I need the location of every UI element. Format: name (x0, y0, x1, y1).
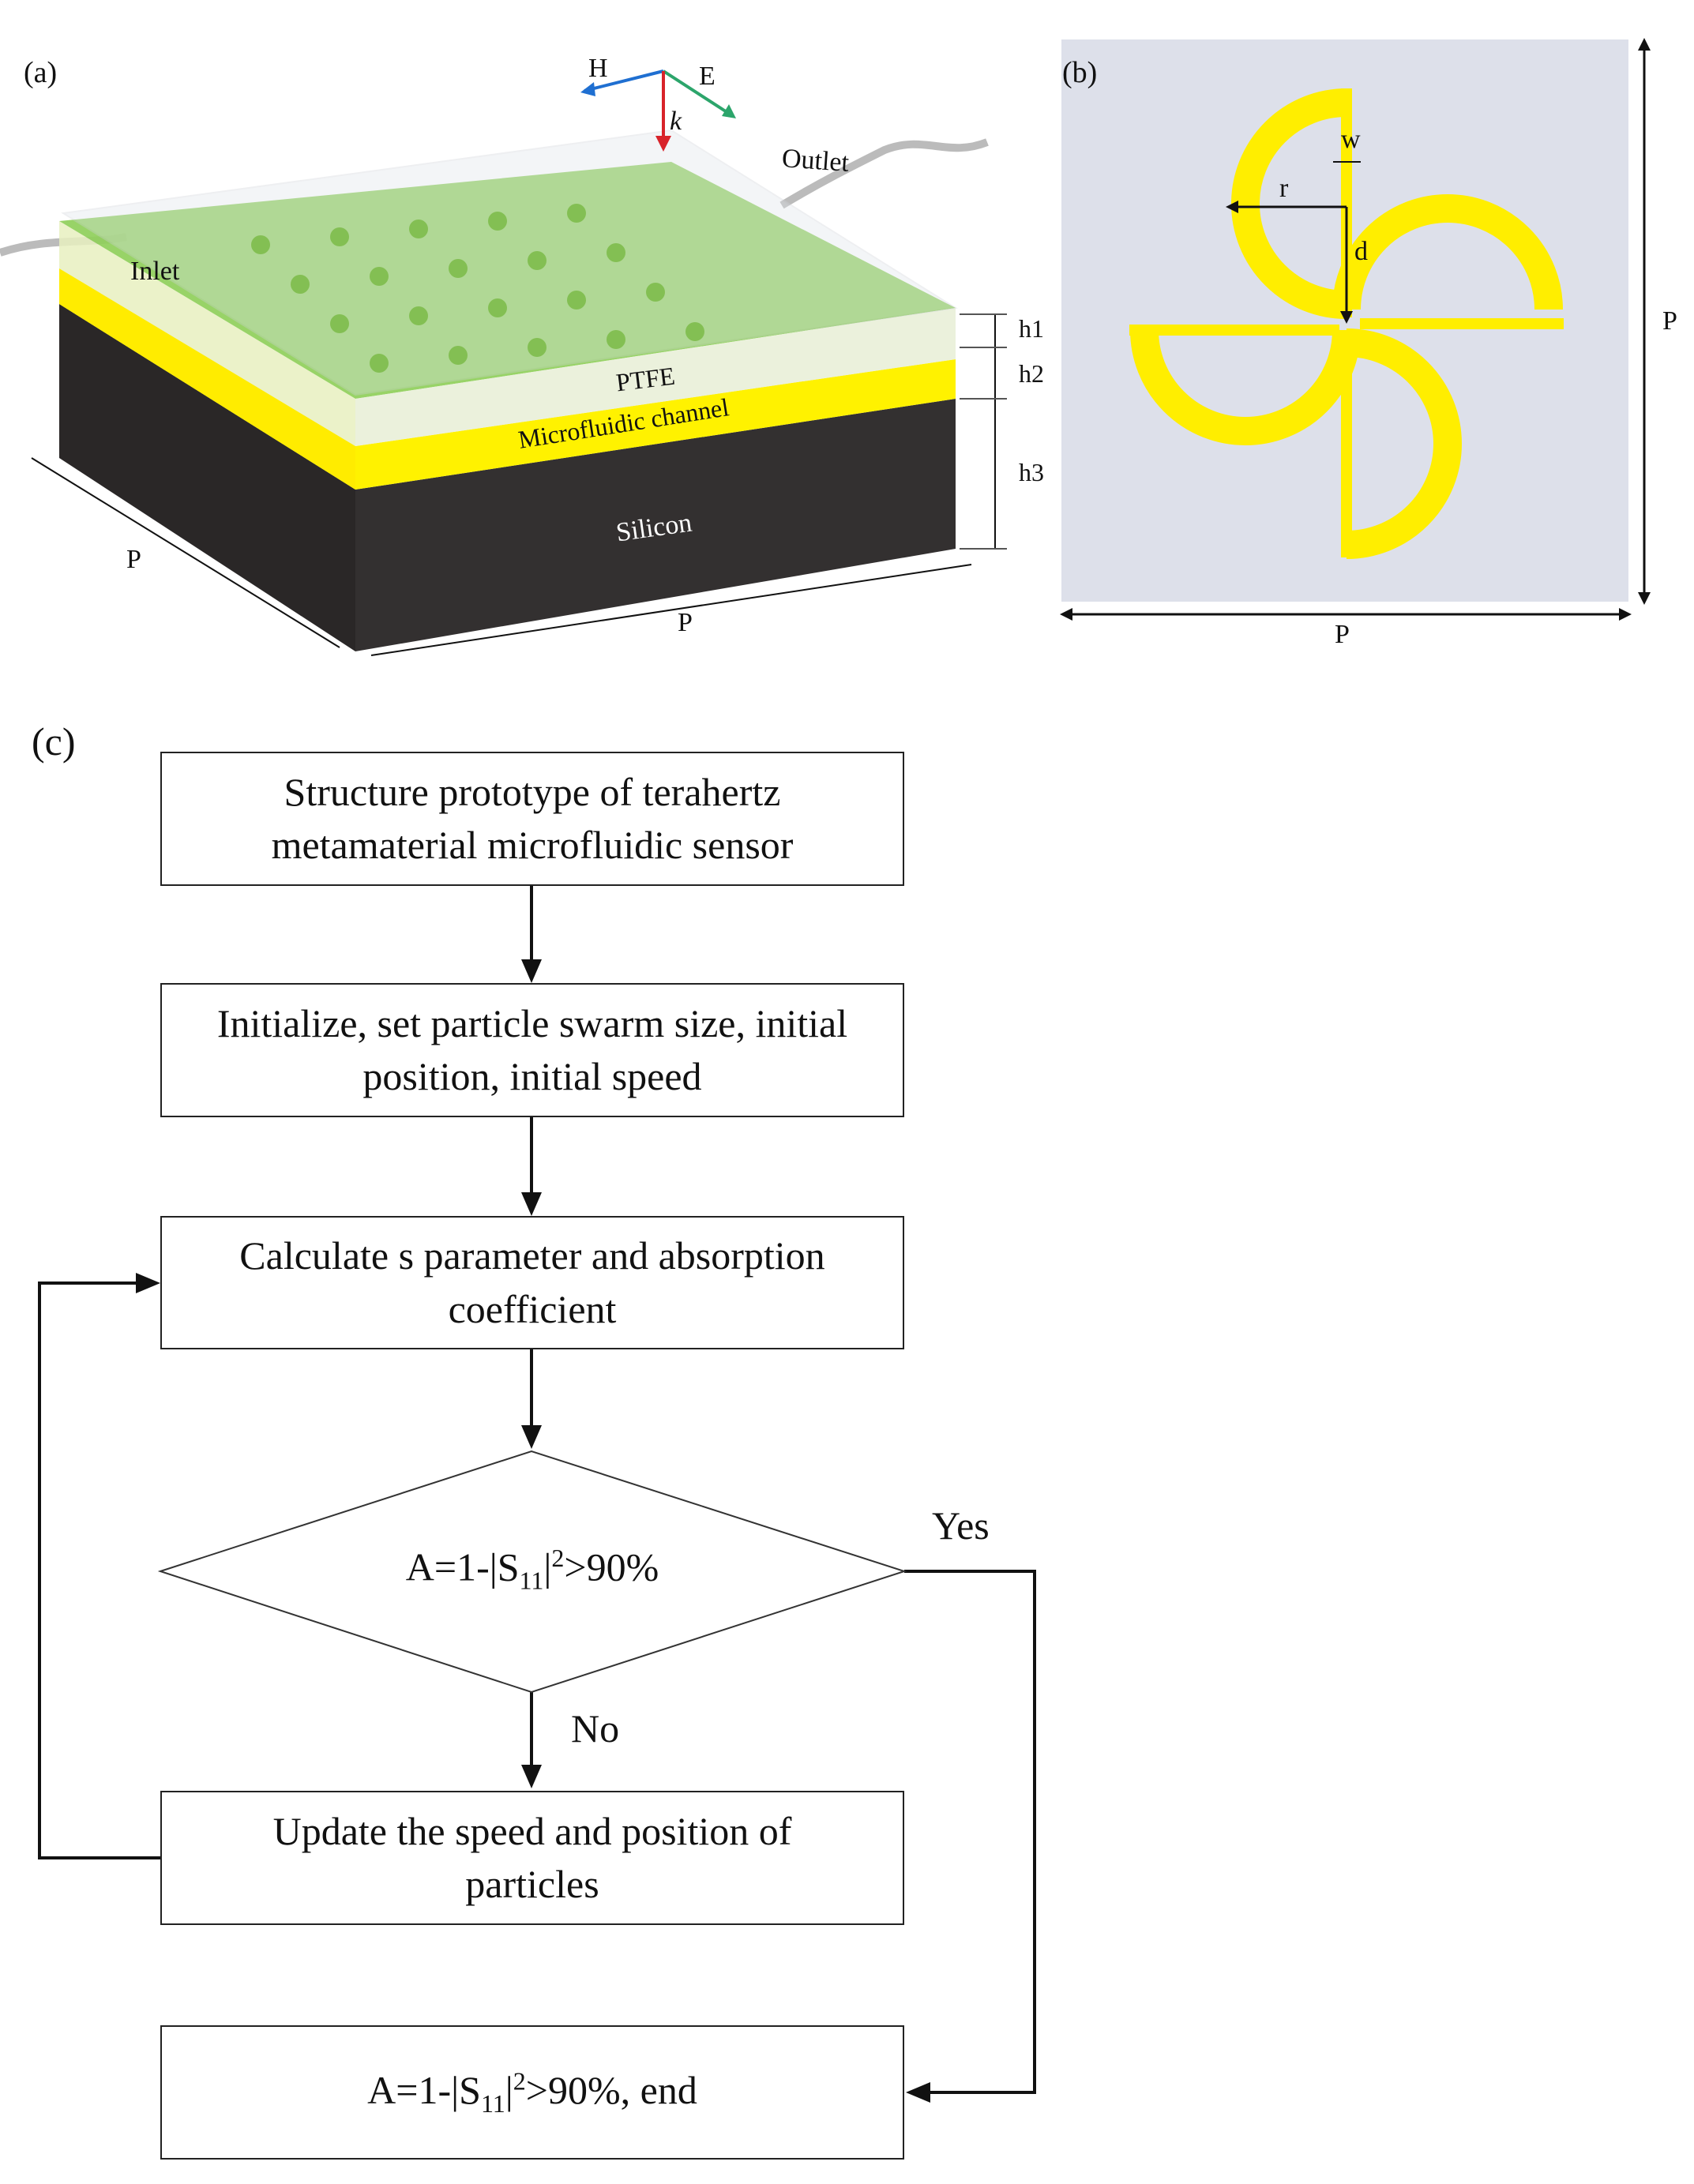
flow-step-update: Update the speed and position of particl… (160, 1791, 904, 1925)
axis-e-label: E (699, 62, 716, 91)
flow-step-end: A=1-|S11|2>90%, end (160, 2025, 904, 2160)
resonator-arm-bottom (1346, 328, 1462, 559)
outlet-label: Outlet (780, 144, 851, 178)
e-axis-arrow (662, 69, 732, 116)
arrowhead (136, 1273, 160, 1293)
end-mid: | (505, 2067, 513, 2112)
end-sub: 11 (480, 2088, 505, 2118)
p-right-arrowhead-bottom (1638, 592, 1651, 605)
decision-suffix: >90% (564, 1544, 659, 1589)
inlet-label: Inlet (130, 257, 180, 286)
no-label: No (571, 1706, 620, 1751)
end-prefix: A=1-|S (367, 2067, 481, 2112)
panel-a: (a) (0, 0, 1044, 679)
k-axis-arrowhead (655, 136, 671, 152)
panel-a-label: (a) (24, 56, 58, 89)
arrowhead (906, 2082, 930, 2103)
ptfe-left-face (59, 221, 355, 446)
r-label: r (1279, 174, 1289, 203)
metamaterial-pattern (251, 204, 704, 373)
step1-line2: metamaterial microfluidic sensor (271, 823, 794, 867)
h-axis-arrow (584, 69, 664, 92)
axis-k-label: k (670, 107, 682, 136)
step3-line2: coefficient (448, 1286, 617, 1331)
flow-step-initialize: Initialize, set particle swarm size, ini… (160, 983, 904, 1117)
p-right-arrowhead-top (1638, 38, 1651, 51)
panel-c-label: (c) (32, 719, 76, 764)
panel-b: (b) w r d P P (1050, 0, 1694, 679)
step4-line1: Update the speed and position of (272, 1808, 792, 1853)
arrowhead (521, 1192, 542, 1216)
h2-label: h2 (1019, 359, 1044, 388)
p-bottom-arrowhead-right (1619, 608, 1632, 621)
p-bottom-label-b: P (1335, 620, 1350, 649)
h-axis-arrowhead (580, 82, 595, 96)
ptfe-top-face (59, 162, 956, 399)
ptfe-front-face (355, 308, 956, 446)
axis-h-label: H (588, 54, 608, 83)
p-bottom-arrowhead-left (1060, 608, 1072, 621)
step2-line1: Initialize, set particle swarm size, ini… (216, 1000, 848, 1045)
h3-label: h3 (1019, 458, 1044, 486)
outlet-tube (779, 138, 989, 209)
end-sup: 2 (513, 2066, 526, 2096)
step2-line2: position, initial speed (362, 1054, 702, 1098)
yes-path-line (904, 1570, 1036, 2094)
step4-line2: particles (465, 1862, 599, 1906)
decision-mid: | (543, 1544, 552, 1589)
d-label: d (1354, 237, 1368, 266)
feedback-loop-line (38, 1282, 160, 1859)
p-bottom-dimension-line (370, 564, 972, 656)
step1-line1: Structure prototype of terahertz (284, 769, 781, 814)
unit-cell-diagram (1060, 38, 1651, 621)
step3-line1: Calculate s parameter and absorption (239, 1233, 825, 1278)
d-arrowhead (1340, 311, 1353, 324)
r-arrowhead (1226, 201, 1238, 213)
decision-sup: 2 (551, 1544, 565, 1572)
transparent-cover (61, 129, 958, 396)
h1-label: h1 (1019, 314, 1044, 343)
resonator-arm-left (1130, 329, 1361, 445)
decision-condition: A=1-|S11|2>90% (160, 1544, 904, 1596)
p-left-label: P (126, 545, 141, 574)
p-left-dimension-line (31, 457, 340, 648)
flow-step-calculate: Calculate s parameter and absorption coe… (160, 1216, 904, 1349)
arrowhead (521, 959, 542, 983)
arrowhead (521, 1765, 542, 1788)
p-bottom-label: P (678, 608, 693, 637)
e-axis-arrowhead (722, 104, 736, 118)
panel-b-label: (b) (1062, 56, 1098, 89)
end-suffix: >90%, end (525, 2067, 697, 2112)
resonator-arm-top (1231, 88, 1347, 319)
device-3d-illustration (0, 69, 1007, 656)
resonator-arm-right (1332, 194, 1563, 310)
yes-label: Yes (932, 1503, 990, 1548)
p-right-label: P (1662, 306, 1677, 336)
pinwheel-resonator (1130, 88, 1563, 559)
silicon-front-face (355, 399, 956, 651)
channel-layer-side (59, 268, 355, 490)
silicon-left-face (59, 304, 355, 651)
flow-step-structure-prototype: Structure prototype of terahertz metamat… (160, 752, 904, 886)
arrowhead (521, 1425, 542, 1449)
decision-prefix: A=1-|S (405, 1544, 520, 1589)
decision-sub: 11 (519, 1566, 544, 1595)
w-label: w (1341, 125, 1361, 154)
